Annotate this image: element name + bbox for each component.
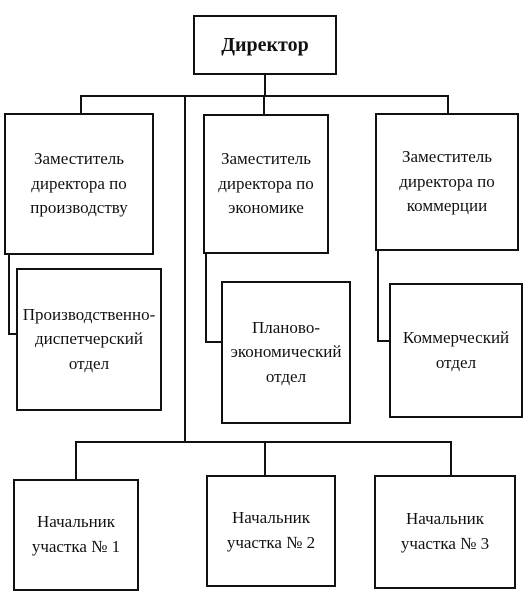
- connector-dept-3: [377, 340, 391, 342]
- planning-economics-department-label: Планово- экономический отдел: [230, 317, 342, 386]
- production-dispatch-department-box: Производственно- диспетчерский отдел: [16, 268, 162, 411]
- connector-bottom-bus: [75, 441, 452, 443]
- connector-deputy-3-dept: [377, 250, 379, 342]
- connector-dept-2: [205, 341, 222, 343]
- director-box: Директор: [193, 15, 337, 75]
- site-chief-1-box: Начальник участка № 1: [13, 479, 139, 591]
- connector-deputy-1-dept: [8, 253, 10, 335]
- connector-dept-1: [8, 333, 18, 335]
- connector-trunk: [184, 95, 186, 443]
- connector-director-down: [264, 74, 266, 96]
- deputy-economics-box: Заместитель директора по экономике: [203, 114, 329, 254]
- production-dispatch-department-label: Производственно- диспетчерский отдел: [22, 304, 156, 373]
- connector-site-1-up: [75, 441, 77, 481]
- site-chief-2-label: Начальник участка № 2: [226, 508, 316, 552]
- site-chief-3-label: Начальник участка № 3: [400, 509, 490, 553]
- commercial-department-box: Коммерческий отдел: [389, 283, 523, 418]
- deputy-economics-label: Заместитель директора по экономике: [218, 149, 314, 218]
- director-label: Директор: [221, 34, 309, 56]
- connector-deputy-2-up: [263, 95, 265, 115]
- deputy-production-label: Заместитель директора по производству: [30, 149, 128, 218]
- deputy-commerce-label: Заместитель директора по коммерции: [399, 147, 495, 216]
- site-chief-1-label: Начальник участка № 1: [31, 512, 121, 556]
- connector-deputy-3-up: [447, 95, 449, 115]
- connector-site-3-up: [450, 441, 452, 477]
- deputy-production-box: Заместитель директора по производству: [4, 113, 154, 255]
- connector-deputy-2-dept: [205, 253, 207, 343]
- site-chief-2-box: Начальник участка № 2: [206, 475, 336, 587]
- deputy-commerce-box: Заместитель директора по коммерции: [375, 113, 519, 251]
- connector-deputy-1-up: [80, 95, 82, 115]
- planning-economics-department-box: Планово- экономический отдел: [221, 281, 351, 424]
- connector-site-2-up: [264, 441, 266, 477]
- site-chief-3-box: Начальник участка № 3: [374, 475, 516, 589]
- commercial-department-label: Коммерческий отдел: [402, 327, 510, 372]
